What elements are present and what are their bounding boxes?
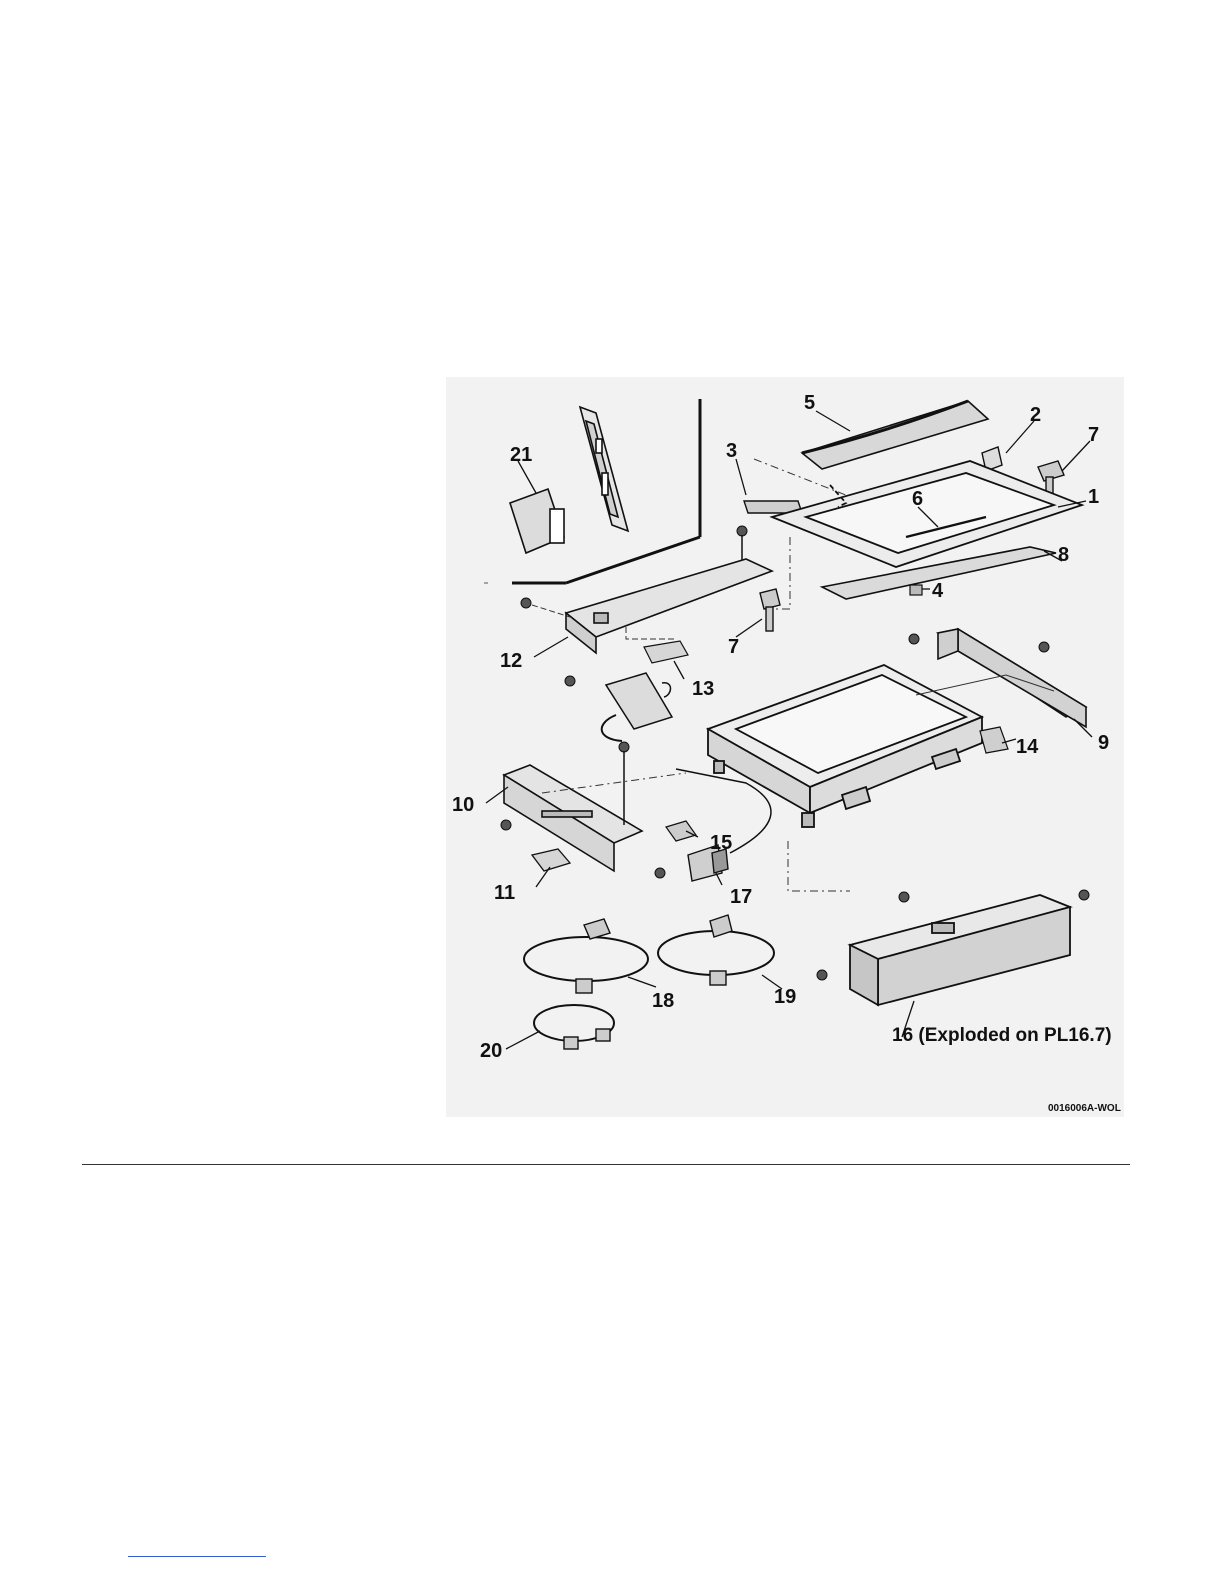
callout-18: 18 [652,990,674,1012]
callout-5: 5 [804,392,815,414]
callout-14: 14 [1016,736,1039,758]
callout-11: 11 [494,882,515,904]
callout-3: 3 [726,440,737,462]
callout-16: 16 (Exploded on PL16.7) [892,1025,1112,1046]
screw-icon [655,868,665,878]
screw-icon [899,892,909,902]
callout-15: 15 [710,832,732,854]
screw-icon [1079,890,1089,900]
callout-1: 1 [1088,486,1099,508]
callout-19: 19 [774,986,796,1008]
callout-6: 6 [912,488,923,510]
horizontal-rule [82,1164,1130,1165]
screw-icon [521,598,531,608]
figure-code: 0016006A-WOL [1048,1103,1121,1114]
callout-8: 8 [1058,544,1069,566]
callout-17: 17 [730,886,752,908]
callout-13: 13 [692,678,714,700]
screw-icon [1039,642,1049,652]
screw-icon [565,676,575,686]
callout-2: 2 [1030,404,1041,426]
diagram-svg: 5 2 7 21 3 1 6 8 4 7 12 13 14 9 10 15 11… [446,377,1124,1117]
callout-7-right: 7 [1088,424,1099,446]
footer-link-underline[interactable] [128,1556,266,1557]
screw-icon [501,820,511,830]
parts-exploded-diagram: 5 2 7 21 3 1 6 8 4 7 12 13 14 9 10 15 11… [446,377,1124,1117]
callout-4: 4 [932,580,944,602]
part-4-knob [910,585,922,595]
callout-12: 12 [500,650,522,672]
callout-7-left: 7 [728,636,739,658]
callout-20: 20 [480,1040,502,1062]
screw-icon [909,634,919,644]
callout-10: 10 [452,794,474,816]
callout-21: 21 [510,444,532,466]
screw-icon [817,970,827,980]
callout-9: 9 [1098,732,1109,754]
